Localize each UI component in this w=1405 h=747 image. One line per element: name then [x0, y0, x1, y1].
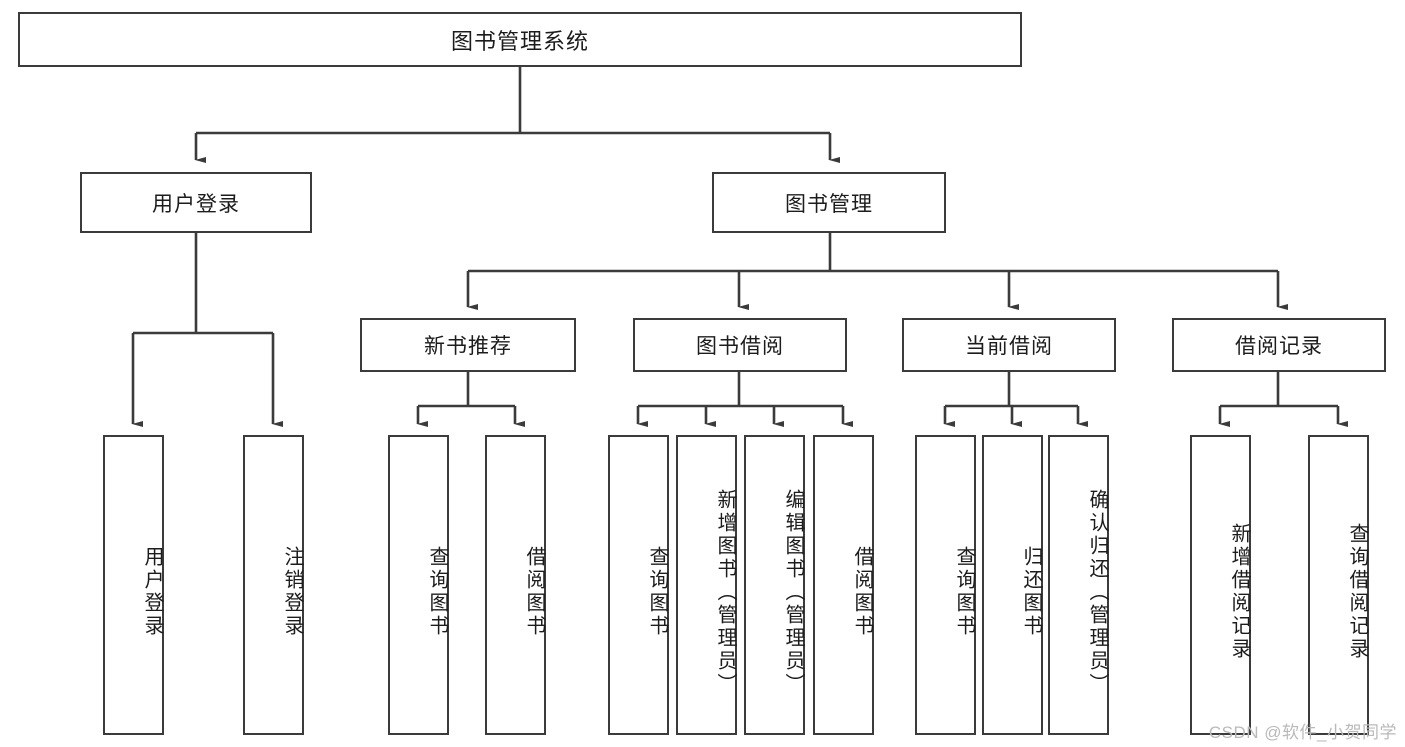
node-current-borrow[interactable]: 当前借阅: [902, 318, 1116, 372]
leaf-current-return-book[interactable]: 归还图书: [982, 435, 1043, 735]
leaf-record-query-record[interactable]: 查询借阅记录: [1308, 435, 1369, 735]
node-book-borrow[interactable]: 图书借阅: [633, 318, 847, 372]
node-user-login[interactable]: 用户登录: [80, 172, 312, 233]
leaf-recommend-query-book[interactable]: 查询图书: [388, 435, 449, 735]
leaf-user-login-login[interactable]: 用户登录: [103, 435, 164, 735]
node-root-system[interactable]: 图书管理系统: [18, 12, 1022, 67]
node-borrow-record[interactable]: 借阅记录: [1172, 318, 1386, 372]
leaf-borrow-query-book[interactable]: 查询图书: [608, 435, 669, 735]
leaf-record-add-record[interactable]: 新增借阅记录: [1190, 435, 1251, 735]
node-book-management[interactable]: 图书管理: [712, 172, 946, 233]
leaf-current-confirm-return-admin[interactable]: 确认归还（管理员）: [1048, 435, 1109, 735]
leaf-current-query-book[interactable]: 查询图书: [915, 435, 976, 735]
leaf-user-login-logout[interactable]: 注销登录: [243, 435, 304, 735]
leaf-borrow-borrow-book[interactable]: 借阅图书: [813, 435, 874, 735]
leaf-borrow-edit-book-admin[interactable]: 编辑图书（管理员）: [744, 435, 805, 735]
watermark-text: CSDN @软件_小贺同学: [1208, 723, 1397, 742]
leaf-borrow-add-book-admin[interactable]: 新增图书（管理员）: [676, 435, 737, 735]
leaf-recommend-borrow-book[interactable]: 借阅图书: [485, 435, 546, 735]
node-new-book-recommend[interactable]: 新书推荐: [360, 318, 576, 372]
